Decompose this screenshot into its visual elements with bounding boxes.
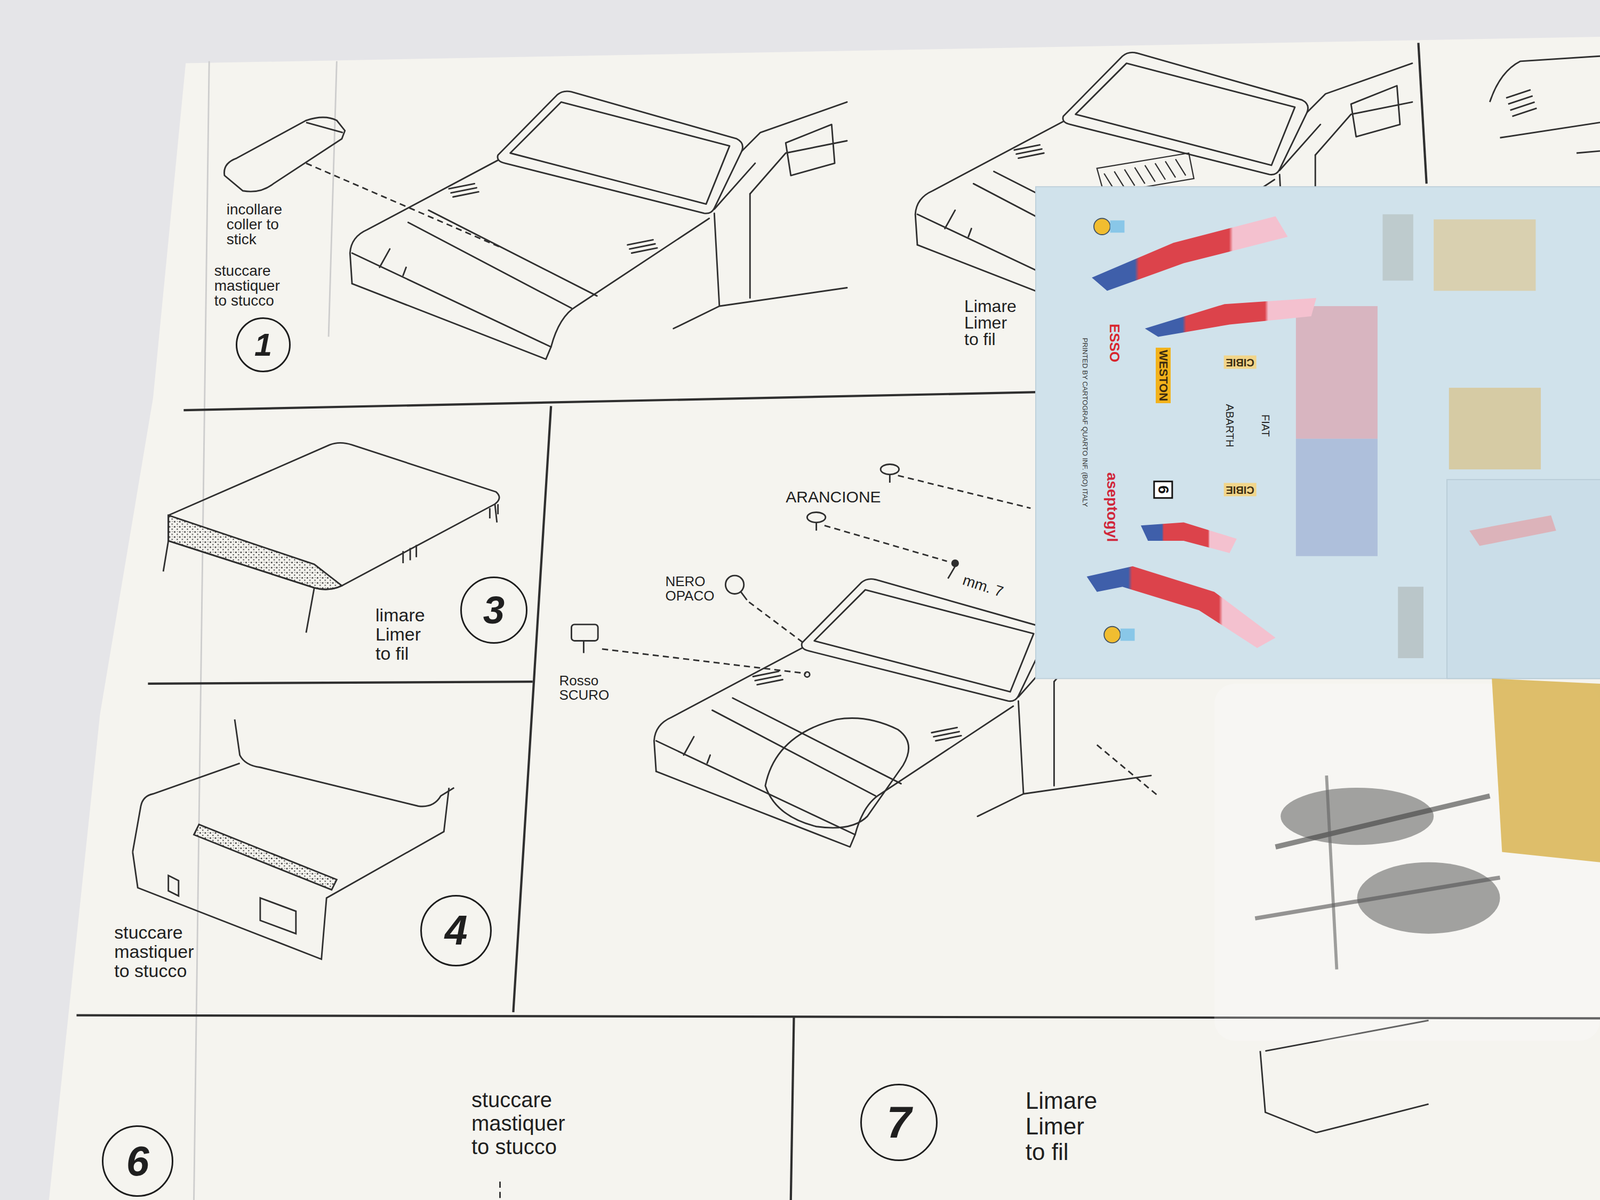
- decal-text: ABARTH: [1223, 403, 1236, 447]
- step-number-text: 7: [886, 1100, 912, 1146]
- step-number-text: 1: [254, 329, 272, 361]
- decal-text: CIBIE: [1223, 355, 1256, 370]
- step-panel: ARANCIONE NERO OPACO Rosso SCURO mm. 7: [530, 403, 1600, 1016]
- decal-text: PRINTED BY CARTOGRAF QUARTO INF. (BO) IT…: [1080, 338, 1089, 508]
- instruction-text: Rosso SCURO: [558, 673, 610, 703]
- step-panel: 6 stuccare mastiquer to stucco: [61, 1015, 795, 1200]
- instruction-text: mm. 7: [960, 571, 1006, 601]
- instruction-text: incollare coller to stick: [226, 202, 287, 247]
- step-panel: 7 Limare Limer to fil: [794, 1015, 1600, 1200]
- instruction-text: stuccare mastiquer to stucco: [114, 923, 198, 981]
- step-number: 7: [860, 1083, 938, 1162]
- step-number: 3: [460, 576, 528, 644]
- step-panel: 4 stuccare mastiquer to stucco: [101, 681, 531, 1016]
- step-panel: 3 limare Limer to fil: [153, 408, 551, 682]
- step-number: 4: [420, 894, 492, 967]
- instruction-text: stuccare mastiquer to stucco: [471, 1088, 570, 1159]
- decal-text: CIBIE: [1223, 483, 1256, 497]
- decal-text: aseptogyl: [1103, 472, 1121, 543]
- step-number-text: 4: [444, 909, 468, 951]
- decal-text: ESSO: [1106, 323, 1123, 363]
- step-number-text: 3: [483, 590, 505, 630]
- decal-text: FIAT: [1259, 414, 1272, 437]
- decal-text: WESTON: [1155, 347, 1171, 404]
- instruction-text: stuccare mastiquer to stucco: [214, 263, 284, 309]
- instruction-text: ARANCIONE: [785, 488, 881, 507]
- decal-text: 6: [1153, 481, 1174, 500]
- instruction-text: Limare Limer to fil: [1025, 1088, 1106, 1166]
- step-number-text: 6: [126, 1140, 150, 1182]
- step-number: 6: [101, 1125, 174, 1197]
- instruction-text: limare Limer to fil: [375, 605, 438, 663]
- step-panel: 1 incollare coller to stick stuccare masti…: [188, 71, 899, 407]
- instruction-text: NERO OPACO: [665, 574, 718, 604]
- decal-sheet: ESSO WESTON CIBIE FIAT ABARTH 6 CIBIE aseptogyl…: [1035, 186, 1600, 679]
- step-number: 1: [235, 317, 291, 373]
- instruction-text: Limare Limer to fil: [964, 298, 1023, 349]
